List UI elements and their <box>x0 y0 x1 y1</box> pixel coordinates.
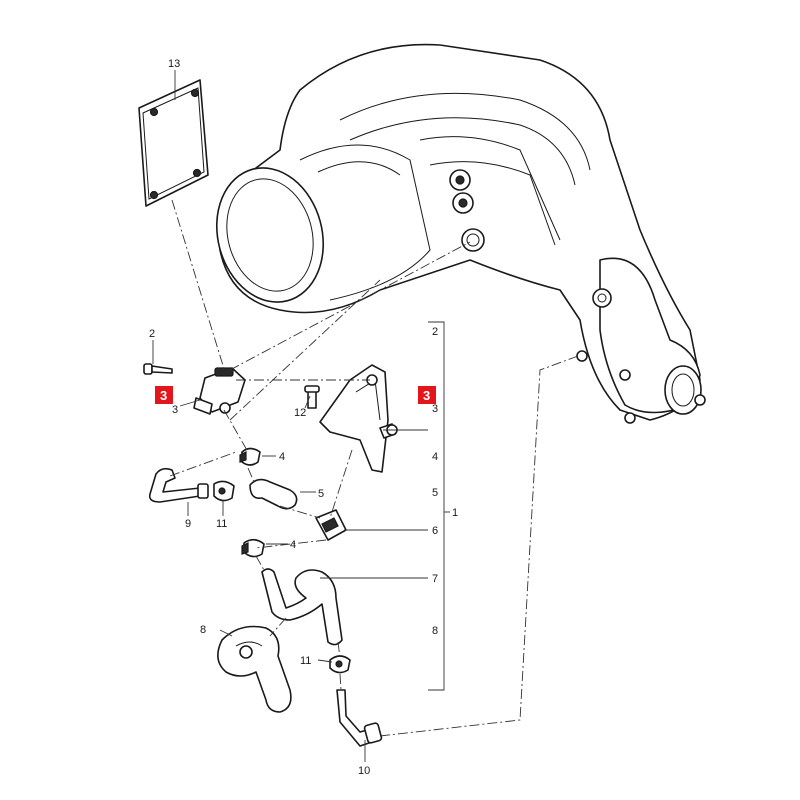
callout-13: 13 <box>168 58 180 70</box>
highlight-right-label: 3 <box>423 388 430 403</box>
callout-labels: 13 2 3 12 4 5 9 11 4 8 11 10 1 2 3 4 5 6… <box>149 58 458 777</box>
callout-9: 9 <box>185 518 191 530</box>
legend-item-4: 4 <box>432 451 438 463</box>
callout-10: 10 <box>358 765 370 777</box>
callout-2: 2 <box>149 328 155 340</box>
hose-clamp <box>329 655 351 674</box>
callout-4-upper: 4 <box>279 451 285 463</box>
callout-5: 5 <box>318 488 324 500</box>
legend-item-5: 5 <box>432 487 438 499</box>
callout-12: 12 <box>294 407 306 419</box>
legend-item-2: 2 <box>432 326 438 338</box>
legend-item-3: 3 <box>432 403 438 415</box>
screw <box>304 385 320 409</box>
pipe-elbow <box>148 467 209 503</box>
callout-11-lower: 11 <box>300 655 311 667</box>
hose-clamp <box>213 480 235 502</box>
callout-4-lower: 4 <box>290 539 296 551</box>
hose-clamp <box>241 538 265 558</box>
legend-item-8: 8 <box>432 625 438 637</box>
assembly-lines <box>169 199 579 737</box>
hose-bracket <box>217 625 292 713</box>
callout-8: 8 <box>200 624 206 636</box>
callout-3: 3 <box>172 404 178 416</box>
heat-shield-plate <box>138 79 209 207</box>
bolt <box>143 363 173 375</box>
highlight-badge-left[interactable]: 3 <box>155 386 173 404</box>
highlight-left-label: 3 <box>160 388 167 403</box>
highlight-badge-right[interactable]: 3 <box>418 386 436 404</box>
hose-clamp <box>239 447 261 466</box>
sensor-bracket <box>319 364 398 473</box>
legend-item-6: 6 <box>432 525 438 537</box>
hose-short <box>249 478 298 510</box>
pressure-sensor <box>193 367 246 415</box>
callout-1: 1 <box>452 507 458 519</box>
legend-item-7: 7 <box>432 573 438 585</box>
exhaust-filter-assembly <box>215 43 706 424</box>
hose-long <box>261 568 343 646</box>
callout-11-upper: 11 <box>216 518 227 530</box>
pipe-bent <box>336 689 383 747</box>
leader-lines <box>152 70 450 762</box>
